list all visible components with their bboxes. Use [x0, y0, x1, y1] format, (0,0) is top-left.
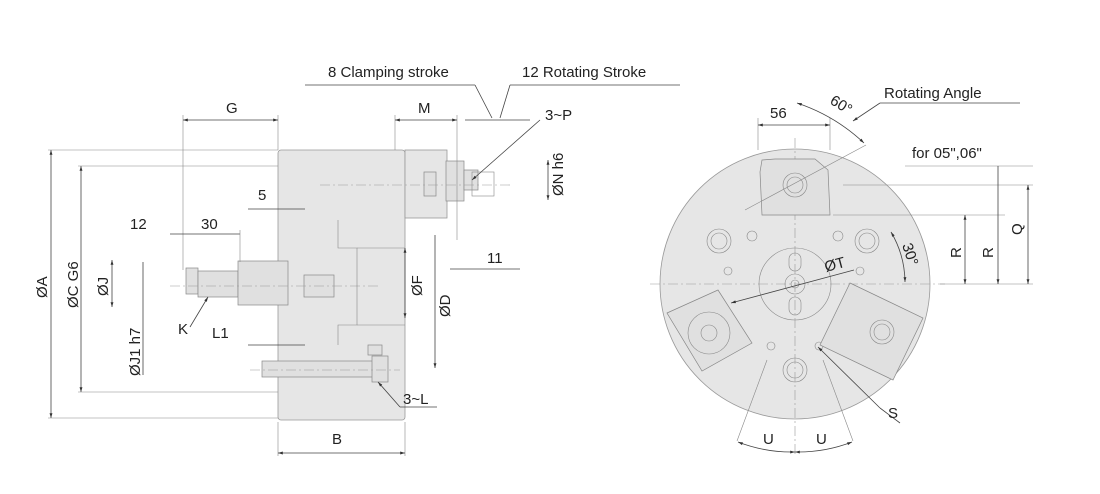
- piston-rod-end: [445, 160, 465, 202]
- angle-30: 30°: [898, 241, 921, 268]
- dim-L1: L1: [212, 325, 229, 342]
- dim-R-1: R: [948, 247, 965, 258]
- angle-60: 60°: [827, 92, 855, 118]
- rotating-stroke-label: 12 Rotating Stroke: [522, 64, 646, 81]
- left-clamp-arm: [666, 289, 753, 372]
- dim-N: ØN h6: [550, 153, 567, 196]
- dim-12: 12: [130, 216, 147, 233]
- clamp-stud: [197, 270, 239, 298]
- dim-D: ØD: [437, 294, 454, 317]
- top-clamp-arm: [759, 158, 831, 216]
- dim-S: S: [888, 405, 898, 422]
- dim-M: M: [418, 100, 431, 117]
- dim-3P: 3~P: [545, 107, 572, 124]
- dim-5: 5: [258, 187, 266, 204]
- dim-3L: 3~L: [403, 391, 428, 408]
- dim-F: ØF: [409, 275, 426, 296]
- mounting-bolt: [261, 360, 383, 378]
- dim-56: 56: [770, 105, 787, 122]
- size-note: for 05",06": [912, 145, 982, 162]
- dim-11: 11: [487, 250, 503, 267]
- dim-J1: ØJ1 h7: [127, 328, 144, 376]
- dim-B: B: [332, 431, 342, 448]
- dim-J: ØJ: [95, 277, 112, 296]
- dim-U-2: U: [816, 431, 827, 448]
- side-view: 8 Clamping stroke 12 Rotating Stroke G M…: [34, 64, 680, 456]
- clamping-stroke-label: 8 Clamping stroke: [328, 64, 449, 81]
- right-clamp-arm: [819, 282, 924, 381]
- dim-R-2: R: [980, 247, 997, 258]
- dim-Q: Q: [1009, 223, 1026, 235]
- dim-K: K: [178, 321, 188, 338]
- dim-A: ØA: [34, 276, 51, 298]
- dim-C: ØC G6: [65, 261, 82, 308]
- dim-T: ØT: [823, 254, 848, 276]
- rotating-angle-label: Rotating Angle: [884, 85, 982, 102]
- dim-30: 30: [201, 216, 218, 233]
- dim-G: G: [226, 100, 238, 117]
- front-view: 56 60° Rotating Angle for 05",06" R R Q …: [650, 85, 1033, 455]
- center-boss: [758, 247, 832, 321]
- dim-U-1: U: [763, 431, 774, 448]
